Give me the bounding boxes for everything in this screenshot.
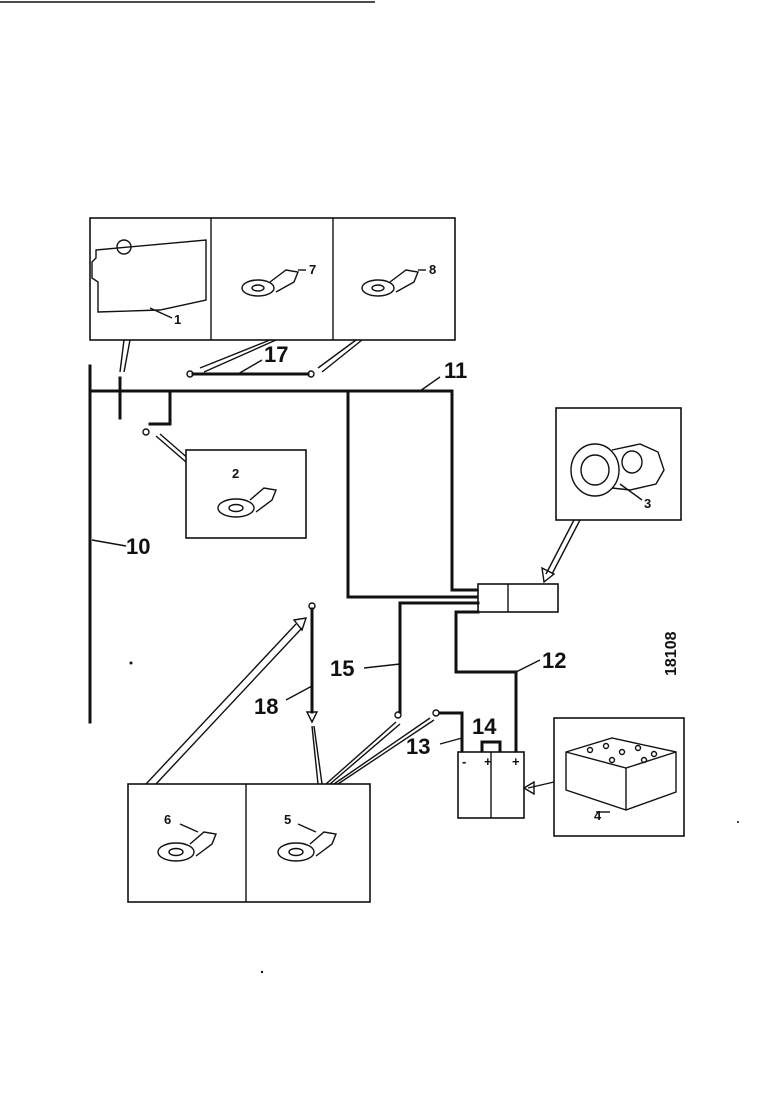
label-6: 6 [164, 812, 171, 827]
battery-plus-b-label: + [512, 754, 520, 769]
label-2: 2 [232, 466, 239, 481]
label-10: 10 [126, 534, 150, 559]
terminal-15 [394, 711, 402, 719]
terminal-18-bottom [305, 711, 319, 724]
label-17: 17 [264, 342, 288, 367]
label-15: 15 [330, 656, 354, 681]
top-pointers [119, 339, 363, 373]
connector-block [477, 583, 559, 613]
wire-11-right [450, 389, 480, 592]
detail-2-terminal [217, 487, 277, 518]
speck-2 [260, 970, 264, 974]
detail-1-plate [91, 239, 207, 319]
terminal-17b [307, 370, 315, 378]
pointer-3a [545, 519, 575, 575]
detail-5-terminal [277, 823, 337, 862]
label-7: 7 [309, 262, 316, 277]
bottom-pointers [145, 617, 435, 785]
detail-7-terminal [241, 269, 306, 297]
detail-8-terminal [361, 269, 426, 297]
terminal-2-point [142, 428, 150, 436]
leader-18 [285, 685, 313, 701]
battery-plus-a-label: + [484, 754, 492, 769]
label-18: 18 [254, 694, 278, 719]
detail-3-starter-motor [570, 443, 665, 501]
speck-1 [129, 661, 133, 665]
wire-12 [454, 610, 518, 754]
wire-13 [438, 711, 464, 754]
wire-to-terminal-2 [148, 389, 172, 426]
battery-minus-label: - [462, 754, 466, 769]
figure-code: 18108 [663, 631, 680, 676]
terminal-13 [432, 709, 440, 717]
label-13: 13 [406, 734, 430, 759]
wire-11-left [346, 389, 480, 599]
battery-bridge-14 [480, 740, 502, 754]
detail-4-box [553, 717, 685, 837]
pointer-3b [551, 519, 581, 575]
pointer-2b [159, 433, 191, 461]
label-12: 12 [542, 648, 566, 673]
leader-12 [515, 659, 541, 673]
leader-13 [439, 737, 463, 745]
pointer-4 [527, 781, 555, 789]
leader-10 [91, 539, 127, 547]
label-1: 1 [174, 312, 181, 327]
label-8: 8 [429, 262, 436, 277]
detail-4-battery [565, 737, 677, 813]
label-5: 5 [284, 812, 291, 827]
detail-2-box [185, 449, 307, 539]
label-3: 3 [644, 496, 651, 511]
label-14: 14 [472, 714, 497, 739]
pointer-2a [155, 435, 187, 463]
wire-15 [398, 601, 480, 714]
label-4: 4 [594, 808, 602, 823]
pointer-4-head [522, 780, 535, 796]
leader-15 [363, 663, 401, 669]
leader-17 [237, 359, 263, 375]
leader-11 [419, 376, 441, 392]
pointer-3-head [541, 566, 556, 584]
battery [457, 751, 525, 819]
detail-6-terminal [157, 823, 217, 862]
speck-3 [737, 821, 739, 823]
top-panel-group: 1 7 8 [89, 217, 456, 341]
bottom-panel-frame [127, 783, 371, 903]
top-panel-frame [89, 217, 456, 341]
label-11: 11 [444, 358, 467, 383]
